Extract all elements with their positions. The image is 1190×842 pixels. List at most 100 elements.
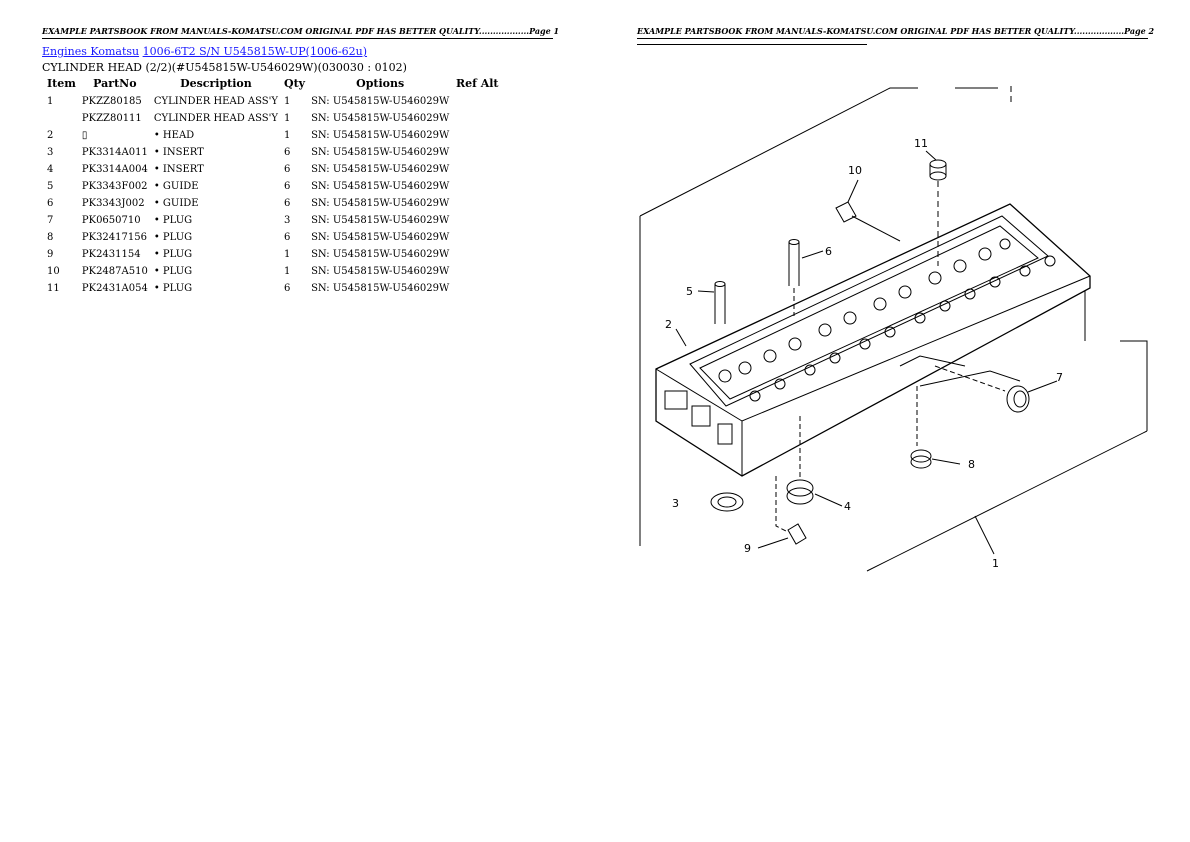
page-2-header: EXAMPLE PARTSBOOK FROM MANUALS-KOMATSU.C… [637,26,1154,39]
callout-4: 4 [844,500,851,513]
cell-item: 6 [47,198,54,209]
table-row: PKZZ80111 CYLINDER HEAD ASS'Y 1 SN: U545815… [44,110,502,127]
cell-item: 3 [47,147,54,158]
cell-options: SN: U545815W-U546029W [311,232,450,243]
page-title: CYLINDER HEAD (2/2)(#U545815W-U546029W)(… [42,61,407,74]
cell-options: SN: U545815W-U546029W [311,164,450,175]
cell-qty: 6 [284,198,291,209]
cell-options: SN: U545815W-U546029W [311,147,450,158]
cell-partno: PK2487A510 [81,266,148,277]
cell-partno: PKZZ80185 [81,96,142,107]
cell-ref-alt [452,110,502,127]
cell-options: SN: U545815W-U546029W [311,130,450,141]
callout-2: 2 [665,318,672,331]
cell-item: 2 [47,130,54,141]
cell-options: SN: U545815W-U546029W [311,266,450,277]
cell-qty: 6 [284,283,291,294]
cell-qty: 6 [284,232,291,243]
breadcrumb-link-engines[interactable]: Engines Komatsu [42,45,140,58]
cell-item: 5 [47,181,54,192]
page-1-header: EXAMPLE PARTSBOOK FROM MANUALS-KOMATSU.C… [42,26,559,39]
cell-description: • PLUG [153,266,193,277]
cell-ref-alt [452,161,502,178]
cell-partno: PK0650710 [81,215,141,226]
cell-ref-alt [452,212,502,229]
cell-ref-alt [452,263,502,280]
cell-qty: 1 [284,130,291,141]
cell-partno: PKZZ80111 [81,113,142,124]
callout-7: 7 [1056,371,1063,384]
cell-description: • PLUG [153,215,193,226]
cell-ref-alt [452,229,502,246]
cell-description: • GUIDE [153,181,199,192]
table-row: 4 PK3314A004 • INSERT 6 SN: U545815W-U546029… [44,161,502,178]
cell-item [44,110,79,127]
callout-1: 1 [992,557,999,570]
cell-item: 1 [47,96,54,107]
cell-qty: 6 [284,181,291,192]
cell-qty: 1 [284,113,291,124]
callout-8: 8 [968,458,975,471]
cell-partno: PK3314A011 [81,147,148,158]
cell-options: SN: U545815W-U546029W [311,249,450,260]
breadcrumb: Engines Komatsu 1006-6T2 S/N U545815W-UP… [42,45,367,58]
column-header-partno: PartNo [93,77,137,90]
cell-description: CYLINDER HEAD ASS'Y [153,113,278,124]
callout-6: 6 [825,245,832,258]
column-header-description: Description [180,77,252,90]
cell-options: SN: U545815W-U546029W [311,113,450,124]
cell-item: 4 [47,164,54,175]
header-short-rule [637,44,867,45]
cell-description: • HEAD [153,130,195,141]
breadcrumb-link-model[interactable]: 1006-6T2 S/N U545815W-UP(1006-62u) [142,45,368,58]
cell-description: • PLUG [153,232,193,243]
callout-3: 3 [672,497,679,510]
cell-partno: PK2431A054 [81,283,148,294]
cell-qty: 6 [284,164,291,175]
callout-10: 10 [848,164,862,177]
cell-options: SN: U545815W-U546029W [311,283,450,294]
cell-qty: 1 [284,96,291,107]
cell-partno: PK3343F002 [81,181,148,192]
cell-options: SN: U545815W-U546029W [311,198,450,209]
cell-description: • INSERT [153,164,204,175]
callout-11: 11 [914,137,928,150]
cell-item: 9 [47,249,54,260]
cell-ref-alt [452,280,502,297]
column-header-qty: Qty [284,77,306,90]
column-header-item: Item [47,77,76,90]
cell-ref-alt [452,127,502,144]
cell-ref-alt [452,178,502,195]
column-header-ref-alt: Ref Alt [456,77,499,90]
cell-partno: PK3314A004 [81,164,148,175]
callout-5: 5 [686,285,693,298]
cell-description: • GUIDE [153,198,199,209]
cell-item: 7 [47,215,54,226]
cell-description: • INSERT [153,147,204,158]
column-header-options: Options [356,77,405,90]
cell-options: SN: U545815W-U546029W [311,96,450,107]
cell-item: 10 [47,266,60,277]
table-row: 5 PK3343F002 • GUIDE 6 SN: U545815W-U546029W [44,178,502,195]
table-header-row: Item PartNo Description Qty Options Ref … [44,76,502,93]
parts-table: Item PartNo Description Qty Options Ref … [44,76,502,297]
cell-ref-alt [452,93,502,110]
cell-ref-alt [452,144,502,161]
cell-description: • PLUG [153,249,193,260]
cell-qty: 1 [284,249,291,260]
cell-qty: 1 [284,266,291,277]
cell-partno: PK3343J002 [81,198,145,209]
cell-options: SN: U545815W-U546029W [311,181,450,192]
cell-qty: 6 [284,147,291,158]
table-row: 3 PK3314A011 • INSERT 6 SN: U545815W-U546029… [44,144,502,161]
cell-partno: PK32417156 [81,232,147,243]
cell-qty: 3 [284,215,291,226]
cylinder-head-diagram: 11 10 6 5 2 7 8 3 4 9 1 [639,86,1148,572]
callout-9: 9 [744,542,751,555]
